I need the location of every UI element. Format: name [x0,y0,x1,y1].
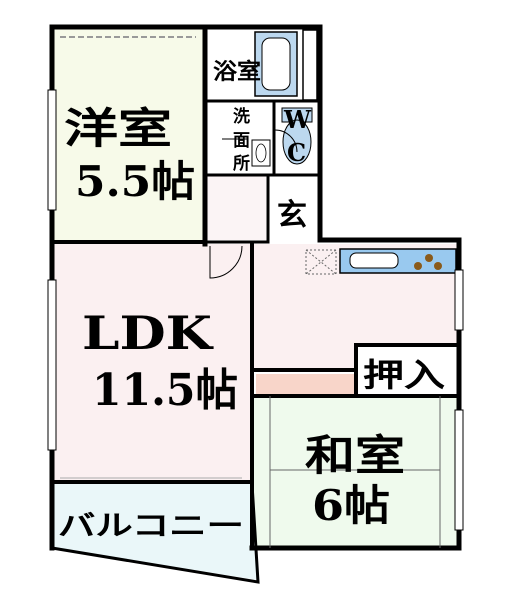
washroom-label-3: 所 [233,154,250,174]
door-swings [209,129,298,279]
wc-label-w: W [283,105,312,134]
bath-label: 浴室 [213,59,261,85]
washroom-label-1: 洗 [233,106,250,127]
japanese-room-size: 6帖 [312,481,390,530]
ldk-size: 11.5帖 [92,365,238,416]
fridge-space [305,249,337,275]
entrance-fill [268,177,318,240]
hallway-fill [203,175,266,240]
closet-label: 押入 [363,356,445,394]
japanese-room-fill [254,396,459,546]
windows [47,89,464,531]
entrance-label: 玄 [277,198,307,233]
bath-wall-pillar [302,29,318,101]
washroom-label-2: 面 [233,131,250,151]
corridor-strip [256,374,354,394]
toilet [281,107,313,165]
japanese-room-label: 和室 [305,431,405,480]
western-room-size: 5.5帖 [75,157,195,206]
balcony-label: バルコニー [58,509,244,542]
wash-basin [251,139,271,167]
western-room-label: 洋室 [64,104,172,153]
tatami-lines [269,396,441,548]
bathtub [254,31,298,97]
ldk-label: LDK [82,306,214,360]
wc-label-c: C [287,138,306,167]
closet-fill [356,345,459,394]
ldk-fill [52,244,250,482]
kitchen-counter [339,248,457,274]
western-room-fill [52,27,203,241]
